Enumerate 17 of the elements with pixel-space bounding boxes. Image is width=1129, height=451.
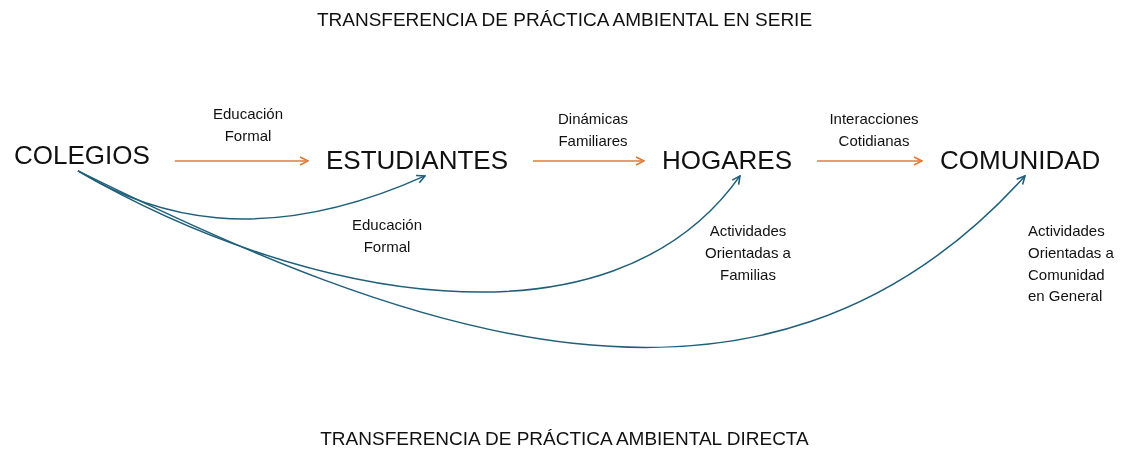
node-label: COMUNIDAD (940, 146, 1101, 176)
edge-label: Educación Formal (211, 104, 285, 146)
node-label: HOGARES (662, 146, 793, 176)
diagram-title: TRANSFERENCIA DE PRÁCTICA AMBIENTAL EN SERIE (316, 9, 813, 30)
edge-label: Actividades Orientadas a Comunidad en General (1028, 221, 1115, 307)
edge-label: Interacciones Cotidianas (828, 109, 920, 151)
edge-label: Actividades Orientadas a Familias (704, 221, 792, 285)
arrow (816, 156, 923, 166)
diagram-caption: TRANSFERENCIA DE PRÁCTICA AMBIENTAL DIRECTA (320, 428, 809, 449)
arrow (77, 170, 1026, 349)
node-label: COLEGIOS (14, 141, 150, 171)
edge-label: Dinámicas Familiares (557, 109, 629, 151)
arrow (174, 156, 309, 166)
node-label: ESTUDIANTES (326, 146, 509, 176)
arrow (77, 170, 741, 293)
edge-label: Educación Formal (350, 215, 424, 257)
arrow (532, 156, 645, 166)
